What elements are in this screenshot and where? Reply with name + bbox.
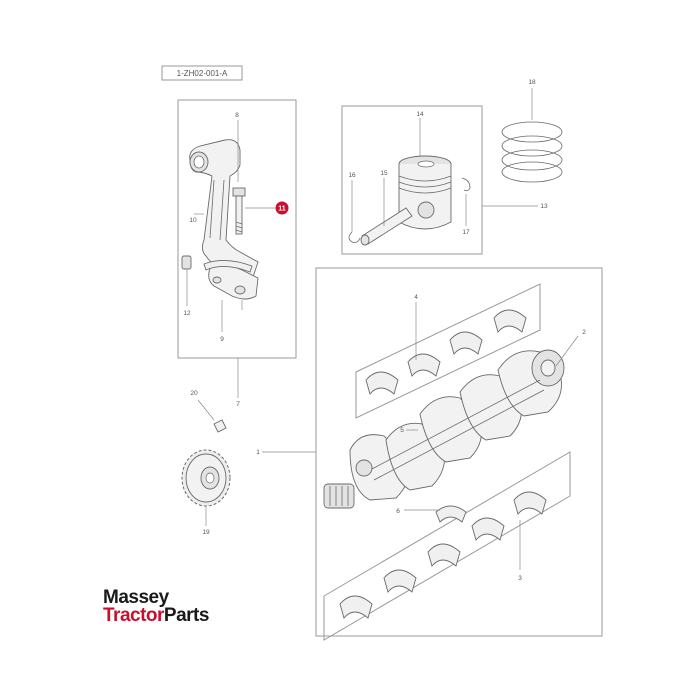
label-6: 6 — [396, 508, 400, 515]
logo-line-2: TractorParts — [103, 606, 209, 625]
logo-tractor: Tractor — [103, 605, 164, 626]
gear-drawing: 19 — [181, 449, 231, 536]
label-7: 7 — [236, 401, 240, 408]
logo-line-1: Massey — [103, 587, 169, 608]
label-14: 14 — [416, 111, 424, 118]
label-9: 9 — [220, 336, 224, 343]
label-11: 11 — [278, 206, 286, 213]
reference-code-box: 1-ZH02-001-A — [161, 65, 243, 81]
lower-bearing-shells — [339, 491, 547, 619]
label-4: 4 — [414, 294, 418, 301]
logo-parts: Parts — [163, 605, 210, 626]
label-1: 1 — [256, 449, 260, 456]
label-12: 12 — [183, 310, 191, 317]
crankshaft-drawing — [323, 349, 565, 509]
reference-code: 1-ZH02-001-A — [177, 69, 228, 78]
highlight-marker-11[interactable]: 11 — [275, 201, 289, 215]
label-3: 3 — [518, 575, 522, 582]
label-19: 19 — [202, 529, 210, 536]
piston-rings-drawing: 18 — [501, 79, 563, 183]
connecting-rod-drawing — [181, 139, 259, 300]
label-10: 10 — [189, 217, 197, 224]
label-5: 5 — [400, 427, 404, 434]
piston-group: 14 16 15 17 13 — [341, 105, 548, 255]
label-2: 2 — [582, 329, 586, 336]
upper-bearing-shells — [365, 309, 527, 395]
label-20: 20 — [190, 390, 198, 397]
label-15: 15 — [380, 170, 388, 177]
piston-drawing — [348, 155, 471, 246]
label-16: 16 — [348, 172, 356, 179]
key-drawing: 20 — [190, 390, 227, 433]
connecting-rod-group: 8 10 12 9 7 11 — [177, 99, 297, 408]
crankshaft-group: 4 2 5 6 3 1 — [256, 267, 603, 641]
label-8: 8 — [235, 112, 239, 119]
label-13: 13 — [540, 203, 548, 210]
label-17: 17 — [462, 229, 470, 236]
label-18: 18 — [528, 79, 536, 86]
